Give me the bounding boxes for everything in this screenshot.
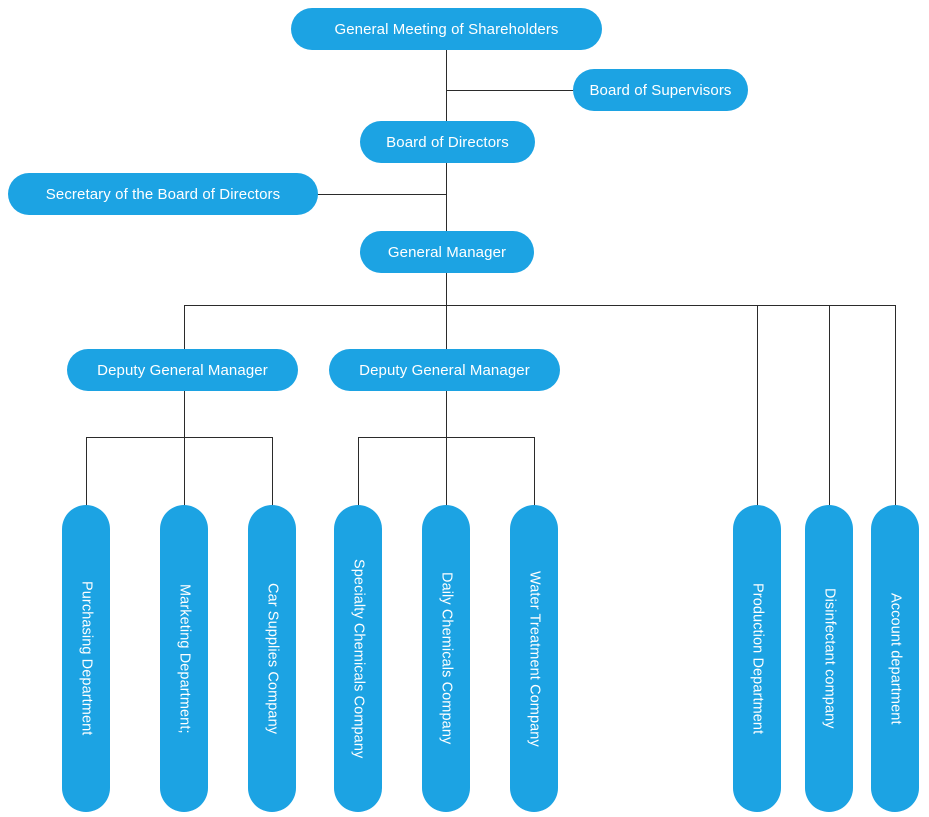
node-label: Water Treatment Company [526, 570, 543, 747]
node-deputy-general-manager-1[interactable]: Deputy General Manager [67, 349, 298, 391]
connector-deputy-2-drop-3 [534, 437, 535, 507]
node-account-department[interactable]: Account department [871, 505, 919, 812]
node-board-of-directors[interactable]: Board of Directors [360, 121, 535, 163]
node-label: Deputy General Manager [359, 361, 530, 379]
node-label: Board of Directors [386, 133, 509, 151]
connector-to-secretary [317, 194, 447, 195]
connector-deputy-1-drop-2 [184, 437, 185, 507]
node-specialty-chemicals-company[interactable]: Specialty Chemicals Company [334, 505, 382, 812]
connector-gm-stem [446, 273, 447, 306]
node-deputy-general-manager-2[interactable]: Deputy General Manager [329, 349, 560, 391]
connector-deputy-1-drop-1 [86, 437, 87, 507]
node-production-department[interactable]: Production Department [733, 505, 781, 812]
connector-bus-to-account [895, 305, 896, 507]
node-water-treatment-company[interactable]: Water Treatment Company [510, 505, 558, 812]
connector-main-bus [184, 305, 896, 306]
node-disinfectant-company[interactable]: Disinfectant company [805, 505, 853, 812]
node-label: Daily Chemicals Company [438, 572, 455, 745]
node-label: Board of Supervisors [589, 81, 732, 99]
connector-bus-to-disinfectant [829, 305, 830, 507]
node-label: Secretary of the Board of Directors [45, 185, 281, 203]
connector-deputy-1-drop-3 [272, 437, 273, 507]
node-label: Account department [887, 592, 904, 725]
node-general-meeting-of-shareholders[interactable]: General Meeting of Shareholders [291, 8, 602, 50]
node-label: Car Supplies Company [264, 582, 281, 735]
node-secretary-of-the-board-of-directors[interactable]: Secretary of the Board of Directors [8, 173, 318, 215]
node-label: General Manager [387, 243, 507, 261]
connector-shareholders-stem [446, 48, 447, 126]
connector-bus-to-production [757, 305, 758, 507]
connector-deputy-2-stem [446, 391, 447, 437]
connector-deputy-1-stem [184, 391, 185, 437]
node-label: Production Department [749, 582, 766, 735]
connector-deputy-1-bar [86, 437, 273, 438]
connector-bus-to-deputy-1 [184, 305, 185, 350]
connector-deputy-2-drop-2 [446, 437, 447, 507]
connector-deputy-2-drop-1 [358, 437, 359, 507]
node-label: Marketing Department; [176, 583, 193, 734]
node-marketing-department[interactable]: Marketing Department; [160, 505, 208, 812]
node-label: General Meeting of Shareholders [334, 20, 559, 38]
connector-to-supervisors [446, 90, 574, 91]
node-purchasing-department[interactable]: Purchasing Department [62, 505, 110, 812]
node-label: Deputy General Manager [97, 361, 268, 379]
node-label: Purchasing Department [78, 581, 95, 736]
connector-directors-stem [446, 160, 447, 234]
connector-bus-to-deputy-2 [446, 305, 447, 350]
node-label: Disinfectant company [821, 588, 838, 729]
node-board-of-supervisors[interactable]: Board of Supervisors [573, 69, 748, 111]
node-general-manager[interactable]: General Manager [360, 231, 534, 273]
node-label: Specialty Chemicals Company [350, 558, 367, 759]
node-car-supplies-company[interactable]: Car Supplies Company [248, 505, 296, 812]
node-daily-chemicals-company[interactable]: Daily Chemicals Company [422, 505, 470, 812]
